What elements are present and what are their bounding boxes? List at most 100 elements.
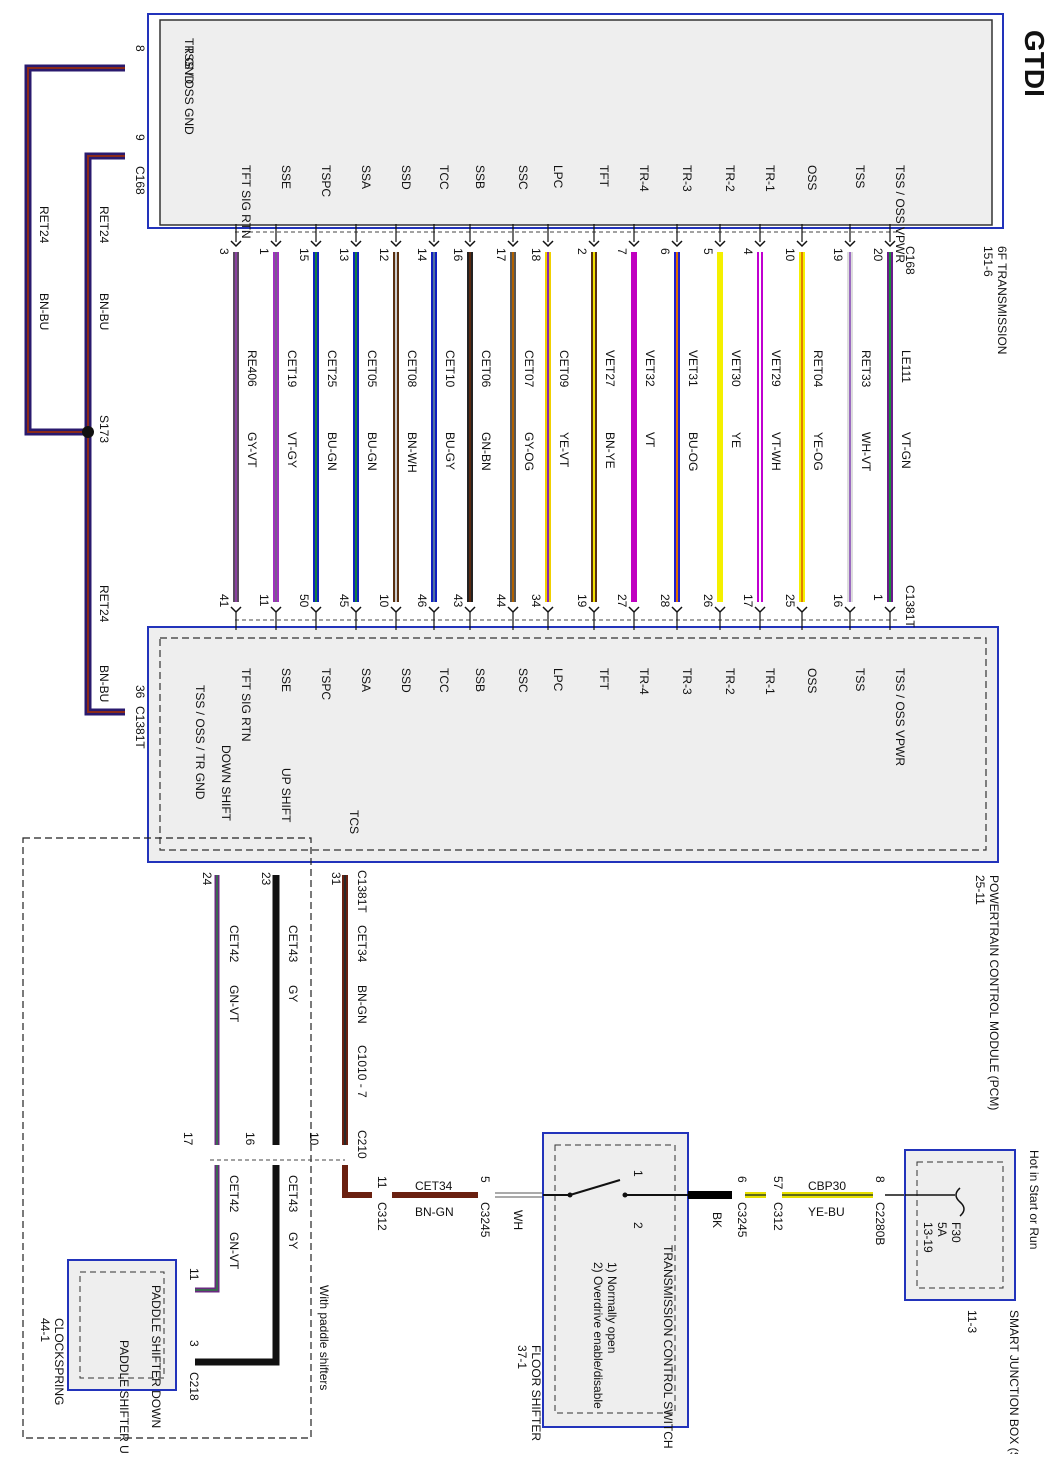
power-c312-pin: 57 [771, 1176, 785, 1190]
pcm-connector-top: C1381T [903, 585, 917, 628]
tcs-pcm-connector: C1381T [355, 870, 369, 913]
trans-pin-name: SSE [279, 165, 293, 189]
power-circuit: CBP30 [808, 1179, 846, 1193]
down-circuit: CET42 [227, 925, 241, 963]
pcm-pin-name: TSPC [319, 668, 333, 700]
trans-pin-jack [671, 240, 683, 248]
wire-color: VT-GN [899, 432, 913, 469]
pcm-name: POWERTRAIN CONTROL MODULE (PCM) [987, 875, 1001, 1110]
ground-pcm-connector: C1381T [133, 706, 147, 749]
clockspring-box [67, 1259, 177, 1391]
trans-pin-name-tr-gnd: TR GND [182, 38, 196, 84]
wire-color: VT-GY [285, 432, 299, 468]
power-run: BK 6 C3245 57 C312 CBP30 YE-BU 8 C2280B [688, 1176, 905, 1245]
pcm-pin-name: TR-4 [637, 668, 651, 695]
wire-color: BN-YE [603, 432, 617, 469]
pcm-pin-name: SSC [516, 668, 530, 693]
trans-pin-name: TFT [597, 165, 611, 188]
cs-down-circuit: CET42 [227, 1175, 241, 1213]
trans-pin-number: 12 [377, 248, 391, 262]
pcm-module-inner [159, 637, 987, 851]
trans-pin-number: 3 [217, 248, 231, 255]
wire-color: BU-GY [443, 432, 457, 470]
wire-color: YE-VT [557, 432, 571, 468]
clockspring-up-label: PADDLE SHIFTER UP [117, 1340, 131, 1454]
trans-pin-jack [230, 240, 242, 248]
pcm-pin-jack [390, 606, 402, 614]
trans-pin-jack [542, 240, 554, 248]
circuit-id: VET27 [603, 350, 617, 387]
wire-color: BN-WH [405, 432, 419, 473]
trans-pin-name: TSPC [319, 165, 333, 197]
circuit-id: LE111 [899, 350, 913, 383]
sjb-hot-label: Hot in Start or Run [1027, 1150, 1041, 1249]
trans-pin-number: 15 [297, 248, 311, 262]
tcs-c312-pin: 11 [375, 1176, 389, 1189]
pcm-pin-name: TSS / OSS VPWR [893, 668, 907, 766]
pcm-pin-jack [310, 606, 322, 614]
pcm-pin-name: TFT SIG RTN [239, 668, 253, 742]
splice-dot [82, 426, 94, 438]
pcm-pin-name: SSA [359, 668, 373, 692]
tcs-run: 11 C312 CET34 BN-GN 5 C3245 WH [342, 1165, 545, 1238]
paddle-shifter-region [22, 837, 312, 1439]
circuit-id: RET33 [859, 350, 873, 388]
wire-color: BU-GN [325, 432, 339, 471]
trans-pin-name: TSS [853, 165, 867, 188]
trans-pin-number: 5 [701, 248, 715, 255]
tcs-color: BN-GN [355, 985, 369, 1024]
clockspring-down-pin: 11 [187, 1268, 201, 1281]
ground-circuit-label-lower: RET24 [97, 585, 111, 623]
shift-wires: 31 C1381T CET34 BN-GN C1010 - 7 10 C210 … [181, 870, 369, 1159]
switch-pin-1: 1 [631, 1170, 645, 1177]
pcm-pin-number: 46 [415, 594, 429, 608]
floor-shifter-page: 37-1 [515, 1345, 529, 1369]
pcm-pin-number: 41 [217, 594, 231, 608]
wire-color: YE-OG [811, 432, 825, 471]
pcm-pin-jack [796, 606, 808, 614]
circuit-id: VET32 [643, 350, 657, 387]
pcm-pin-number: 19 [575, 594, 589, 608]
ground-circuit: 8 9 C168 RET24 BN-BU RET24 BN-BU S173 RE… [24, 45, 147, 749]
wire-color: VT [643, 432, 657, 448]
sjb-box [904, 1149, 1016, 1301]
power-c312: C312 [771, 1202, 785, 1231]
ground-wire-trans-pin8 [24, 64, 125, 436]
trans-pin-jack [796, 240, 808, 248]
pcm-module-outer [147, 626, 999, 863]
power-c2280b: C2280B [873, 1202, 887, 1245]
circuit-id: RET04 [811, 350, 825, 388]
trans-pin-name: TR-2 [723, 165, 737, 192]
pcm-pin-number: 43 [451, 594, 465, 608]
pcm-pin-name: TCC [437, 668, 451, 693]
pcm-pin-number: 34 [529, 594, 543, 608]
clockspring-up-wire [195, 1165, 280, 1366]
power-c3245-pin: 6 [735, 1176, 749, 1183]
tcs-pcm-pin: 31 [329, 872, 343, 886]
trans-pin-number: 7 [615, 248, 629, 255]
wire-color: GY-OG [522, 432, 536, 471]
tcs-run-color: BN-GN [415, 1205, 454, 1219]
transmission-module-outer [147, 13, 1004, 229]
ground-circuit-label-upper: RET24 [97, 206, 111, 244]
circuit-id: CET09 [557, 350, 571, 388]
pcm-page: 25-11 [973, 875, 987, 905]
pcm-pin-jack [428, 606, 440, 614]
power-c3245: C3245 [735, 1202, 749, 1238]
pcm-pin-name: TSS [853, 668, 867, 691]
trans-pin-number: 13 [337, 248, 351, 262]
pcm-pin-name: TR-3 [680, 668, 694, 695]
trans-pin-jack [507, 240, 519, 248]
trans-pin-name: TR-4 [637, 165, 651, 192]
fuse-symbol [955, 1187, 965, 1217]
clockspring-connector: C218 [187, 1372, 201, 1401]
pcm-pin-name: TR-2 [723, 668, 737, 695]
switch-contact-right [622, 1192, 628, 1198]
sjb-name: SMART JUNCTION BOX (SJB) [1007, 1310, 1021, 1454]
tcs-run-wire-a [342, 1165, 372, 1198]
pcm-pin-number: 16 [831, 594, 845, 608]
splice-label: S173 [97, 415, 111, 443]
pcm-pin-jack [714, 606, 726, 614]
